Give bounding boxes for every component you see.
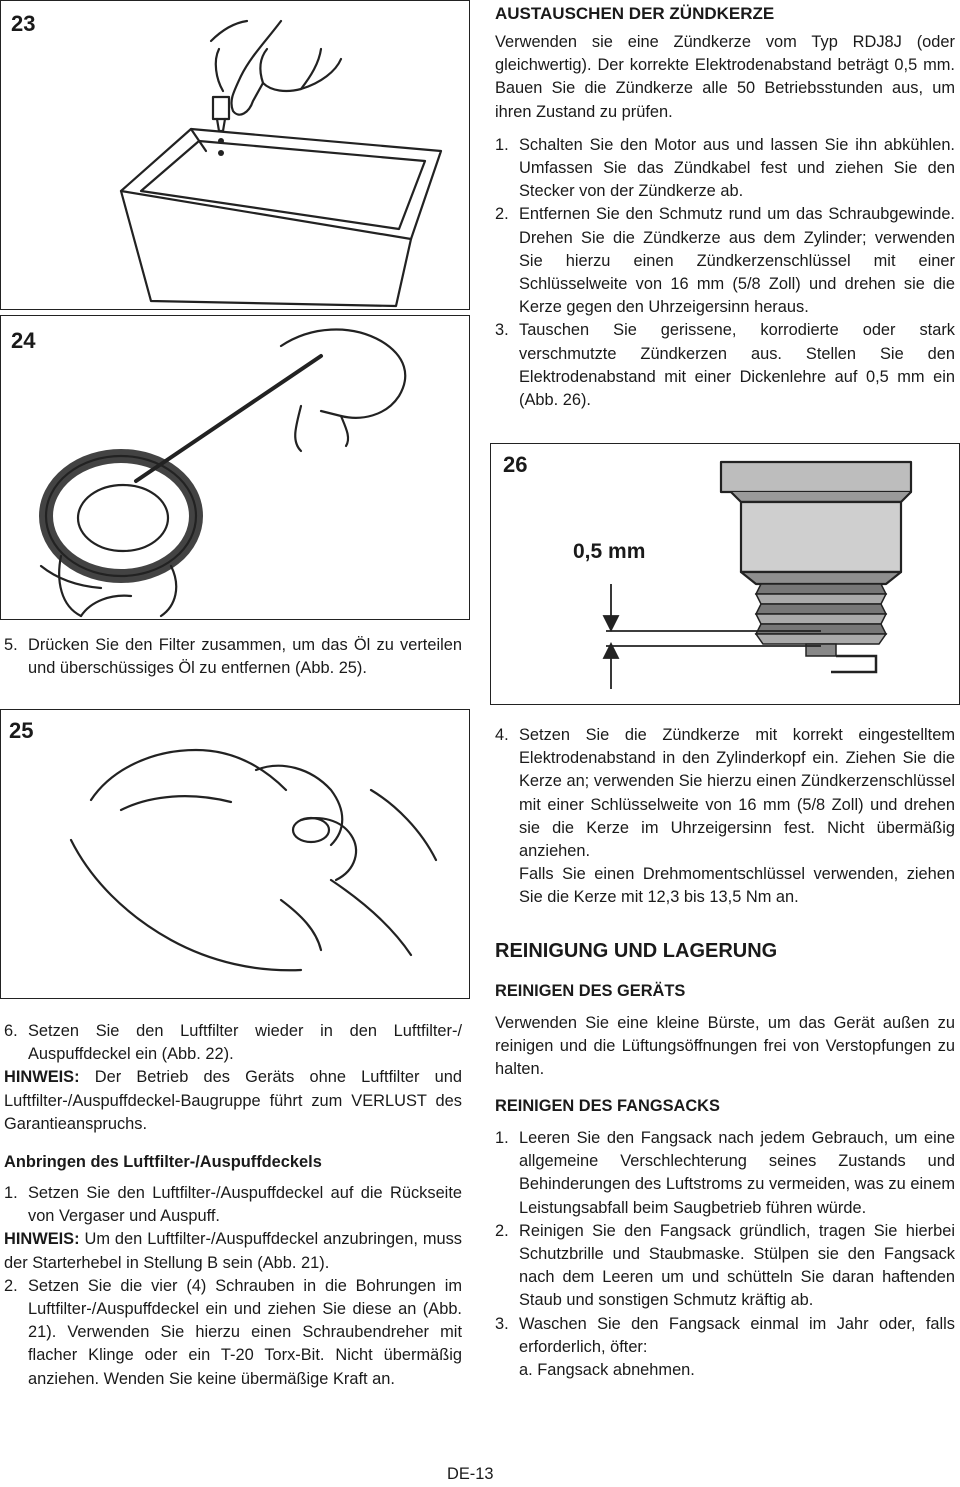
figure-25-box: 25 <box>0 709 470 999</box>
figure-24-box: 24 <box>0 315 470 620</box>
spark-plug-text: Verwenden sie eine Zündkerze vom Typ RDJ… <box>495 31 955 412</box>
heading-install-cover: Anbringen des Luftfilter-/Auspuffdeckels <box>4 1153 322 1171</box>
step-5-number: 5. <box>4 636 18 654</box>
spark-step-1-text: Schalten Sie den Motor aus und lassen Si… <box>519 135 955 201</box>
figure-23-number: 23 <box>11 11 36 36</box>
step-6: 6. Setzen Sie den Luftfilter wieder in de… <box>4 1020 462 1136</box>
bag-step-1-text: Leeren Sie den Fangsack nach jedem Gebra… <box>519 1129 955 1217</box>
torque-text: Falls Sie einen Drehmomentschlüssel verw… <box>519 865 955 907</box>
bag-step-1-number: 1. <box>495 1129 509 1147</box>
figure-26-number: 26 <box>503 452 528 477</box>
note-starter-lever-text: Um den Luftfilter-/Auspuffdeckel anzubri… <box>4 1230 462 1272</box>
filter-squeezing-illustration <box>69 748 438 972</box>
figure-25-number: 25 <box>9 718 34 743</box>
note-warranty: HINWEIS: Der Betrieb des Geräts ohne Luf… <box>4 1066 462 1136</box>
bag-step-3a-text: a. Fangsack abnehmen. <box>519 1361 695 1380</box>
clean-unit-text: Verwenden Sie eine kleine Bürste, um das… <box>495 1014 955 1079</box>
spark-step-3-number: 3. <box>495 321 509 340</box>
figure-26-box: 26 0,5 mm <box>490 443 960 705</box>
spark-step-4-number: 4. <box>495 726 509 744</box>
spark-step-2-text: Entfernen Sie den Schmutz rund um das Sc… <box>519 205 955 317</box>
spark-step-4: 4. Setzen Sie die Zündkerze mit korrekt e… <box>495 724 955 910</box>
step-5: 5. Drücken Sie den Filter zusammen, um da… <box>4 634 462 680</box>
oil-tray-illustration <box>119 19 443 308</box>
spark-plug-gap-illustration <box>602 460 913 689</box>
note-warranty-text: Der Betrieb des Geräts ohne Luftfilter u… <box>4 1068 462 1133</box>
step-5-text: Drücken Sie den Filter zusammen, um das … <box>28 636 462 678</box>
spark-plug-intro: Verwenden sie eine Zündkerze vom Typ RDJ… <box>495 33 955 121</box>
install-steps: 1. Setzen Sie den Luftfilter-/Auspuffdeck… <box>4 1182 462 1391</box>
note-starter-lever: HINWEIS: Um den Luftfilter-/Auspuffdecke… <box>4 1228 462 1274</box>
heading-clean-bag: REINIGEN DES FANGSACKS <box>495 1097 720 1115</box>
bag-step-3-number: 3. <box>495 1314 509 1333</box>
gap-label: 0,5 mm <box>573 540 646 563</box>
clean-bag-steps: 1. Leeren Sie den Fangsack nach jedem Geb… <box>495 1127 955 1382</box>
install-step-2-text: Setzen Sie die vier (4) Schrauben in die… <box>28 1276 462 1388</box>
filter-wringing-illustration <box>39 328 407 618</box>
bag-step-3-text: Waschen Sie den Fangsack einmal im Jahr … <box>519 1314 955 1356</box>
note-starter-lever-label: HINWEIS: <box>4 1230 80 1249</box>
step-6-number: 6. <box>4 1022 18 1040</box>
spark-step-2-number: 2. <box>495 205 509 224</box>
bag-step-2-number: 2. <box>495 1221 509 1240</box>
spark-step-4-text: Setzen Sie die Zündkerze mit korrekt ein… <box>519 726 955 861</box>
install-step-1-number: 1. <box>4 1184 18 1202</box>
note-warranty-label: HINWEIS: <box>4 1068 80 1087</box>
install-step-2-number: 2. <box>4 1276 18 1295</box>
spark-step-3-text: Tauschen Sie gerissene, korrodierte oder… <box>519 321 955 410</box>
bag-step-2-text: Reinigen Sie den Fangsack gründlich, tra… <box>519 1221 955 1310</box>
step-6-text: Setzen Sie den Luftfilter wieder in den … <box>28 1022 462 1064</box>
figure-23-box: 23 <box>0 0 470 310</box>
figure-24-number: 24 <box>11 328 36 353</box>
page-number: DE-13 <box>447 1465 494 1483</box>
section-cleaning-storage: REINIGUNG UND LAGERUNG <box>495 940 778 962</box>
install-step-1-text: Setzen Sie den Luftfilter-/Auspuffdeckel… <box>28 1184 462 1226</box>
title-spark-plug: AUSTAUSCHEN DER ZÜNDKERZE <box>495 4 775 23</box>
spark-step-1-number: 1. <box>495 135 509 154</box>
heading-clean-unit: REINIGEN DES GERÄTS <box>495 982 686 1000</box>
